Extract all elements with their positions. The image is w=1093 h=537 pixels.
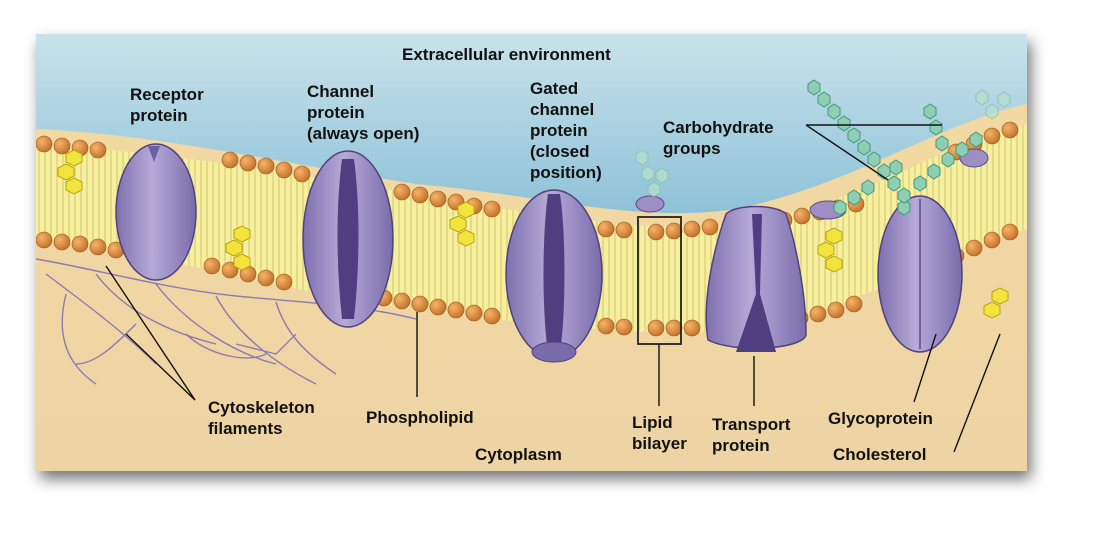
cholesterol-molecules [57, 149, 1009, 319]
glycoprotein [877, 195, 963, 353]
carbohydrate-groups [807, 79, 983, 216]
label-receptor-protein: Receptor protein [130, 85, 204, 125]
channel-protein [302, 150, 394, 328]
pointer-lines [105, 124, 1001, 453]
label-glycoprotein: Glycoprotein [828, 409, 933, 428]
label-transport-protein: Transport protein [712, 415, 791, 455]
label-channel-protein: Channel protein (always open) [307, 82, 420, 143]
carbohydrate-faint [635, 89, 1011, 198]
label-gated-channel-protein: Gated channel protein (closed position) [530, 79, 602, 182]
label-cytoskeleton-filaments: Cytoskeleton filaments [208, 398, 315, 438]
cytoskeleton-filaments [36, 258, 417, 385]
extracellular-region [36, 34, 1027, 214]
membrane-illustration [36, 34, 1027, 471]
label-extracellular-environment: Extracellular environment [402, 45, 611, 64]
label-cholesterol: Cholesterol [833, 445, 927, 464]
phospholipid-heads-bottom [36, 223, 1019, 337]
label-carbohydrate-groups: Carbohydrate groups [663, 118, 774, 158]
label-cytoplasm: Cytoplasm [475, 445, 562, 464]
receptor-protein [115, 143, 197, 281]
gated-channel-protein [505, 189, 603, 363]
label-phospholipid: Phospholipid [366, 408, 474, 427]
label-lipid-bilayer: Lipid bilayer [632, 413, 687, 453]
diagram-frame [36, 34, 1027, 471]
transport-protein [705, 205, 807, 352]
